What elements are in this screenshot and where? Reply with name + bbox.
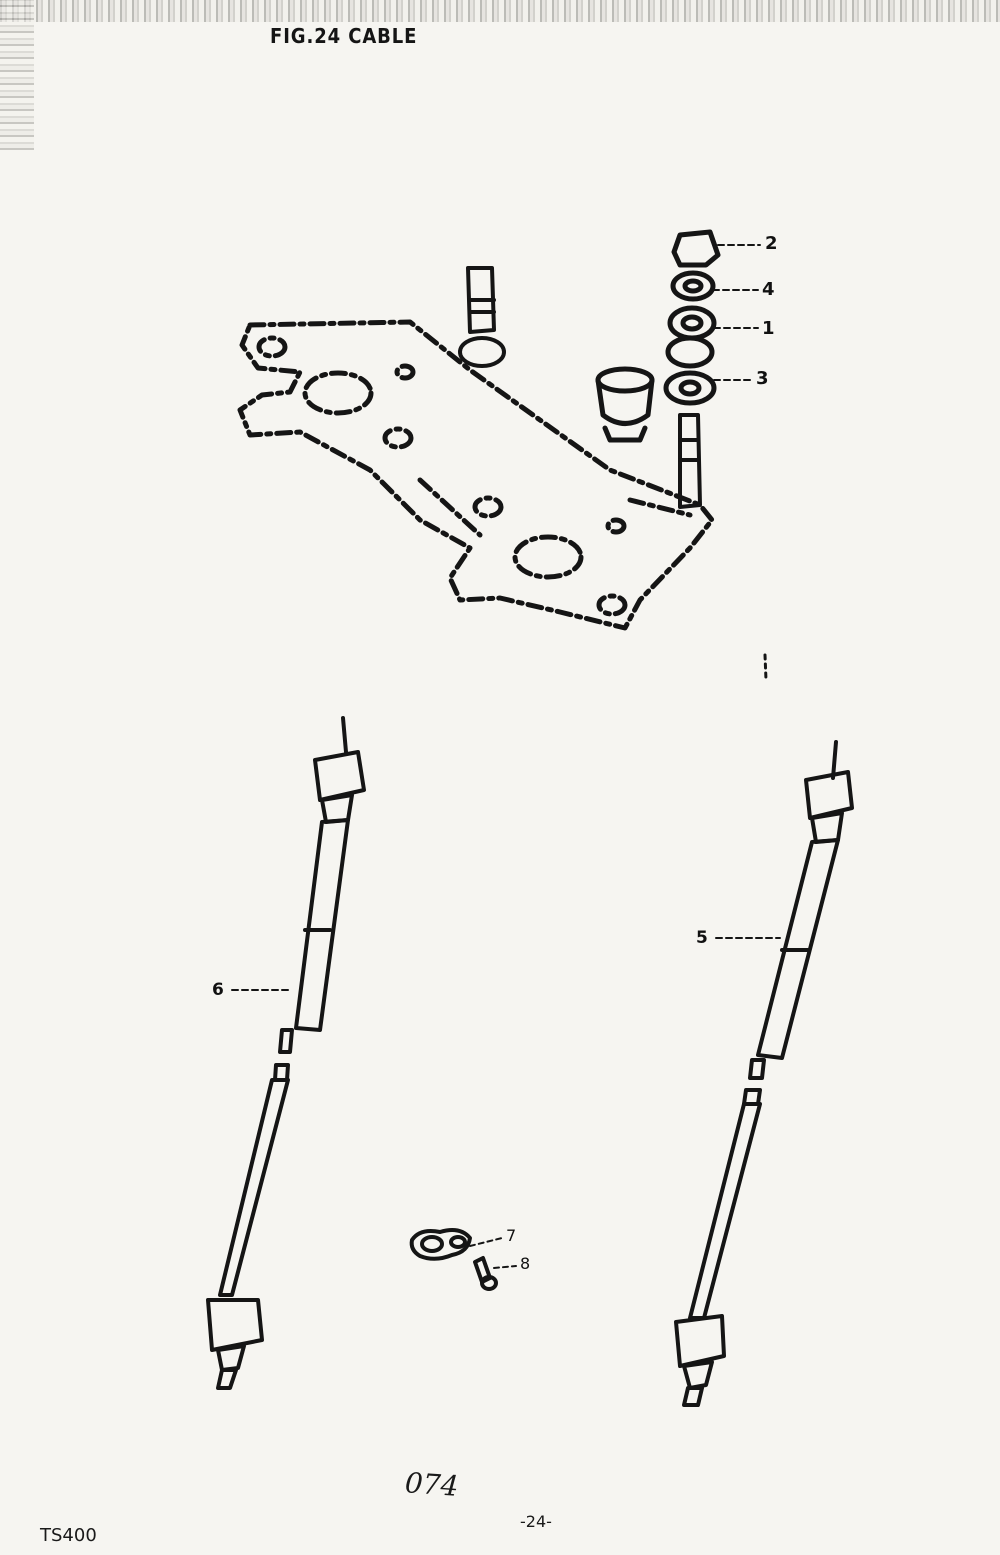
scan-noise-left (0, 0, 34, 150)
callout-4: 4 (762, 279, 775, 300)
bracket-stud-left (458, 266, 506, 368)
washer-part-4 (670, 270, 716, 302)
clamp-part-7 (409, 1228, 472, 1261)
callout-1: 1 (762, 318, 775, 339)
cable-part-6 (206, 716, 366, 1390)
callout-5: 5 (696, 928, 708, 948)
callout-6: 6 (212, 980, 224, 1000)
leader-lines-cables (231, 937, 781, 991)
figure-title: FIG.24 CABLE (270, 24, 418, 48)
leader-lines-small (469, 1237, 517, 1269)
callout-8: 8 (520, 1254, 531, 1273)
model-name: TS400 (40, 1525, 97, 1546)
callout-2: 2 (765, 233, 778, 254)
meter-bracket (237, 319, 715, 631)
washer-part-3 (663, 370, 717, 406)
callout-7: 7 (506, 1226, 517, 1245)
cushion-part-1 (665, 305, 717, 369)
page-number: -24- (520, 1512, 552, 1531)
bracket-stud-right (678, 413, 702, 509)
screw-part-8 (473, 1256, 498, 1291)
grommet (595, 366, 655, 443)
small-mark (763, 653, 768, 682)
callout-3: 3 (756, 368, 769, 389)
scan-noise-top (0, 0, 1000, 22)
cable-part-5 (674, 740, 854, 1407)
page-code: 074 (403, 1466, 460, 1503)
nut-part-2 (671, 229, 721, 268)
leader-lines-upper (712, 244, 761, 381)
